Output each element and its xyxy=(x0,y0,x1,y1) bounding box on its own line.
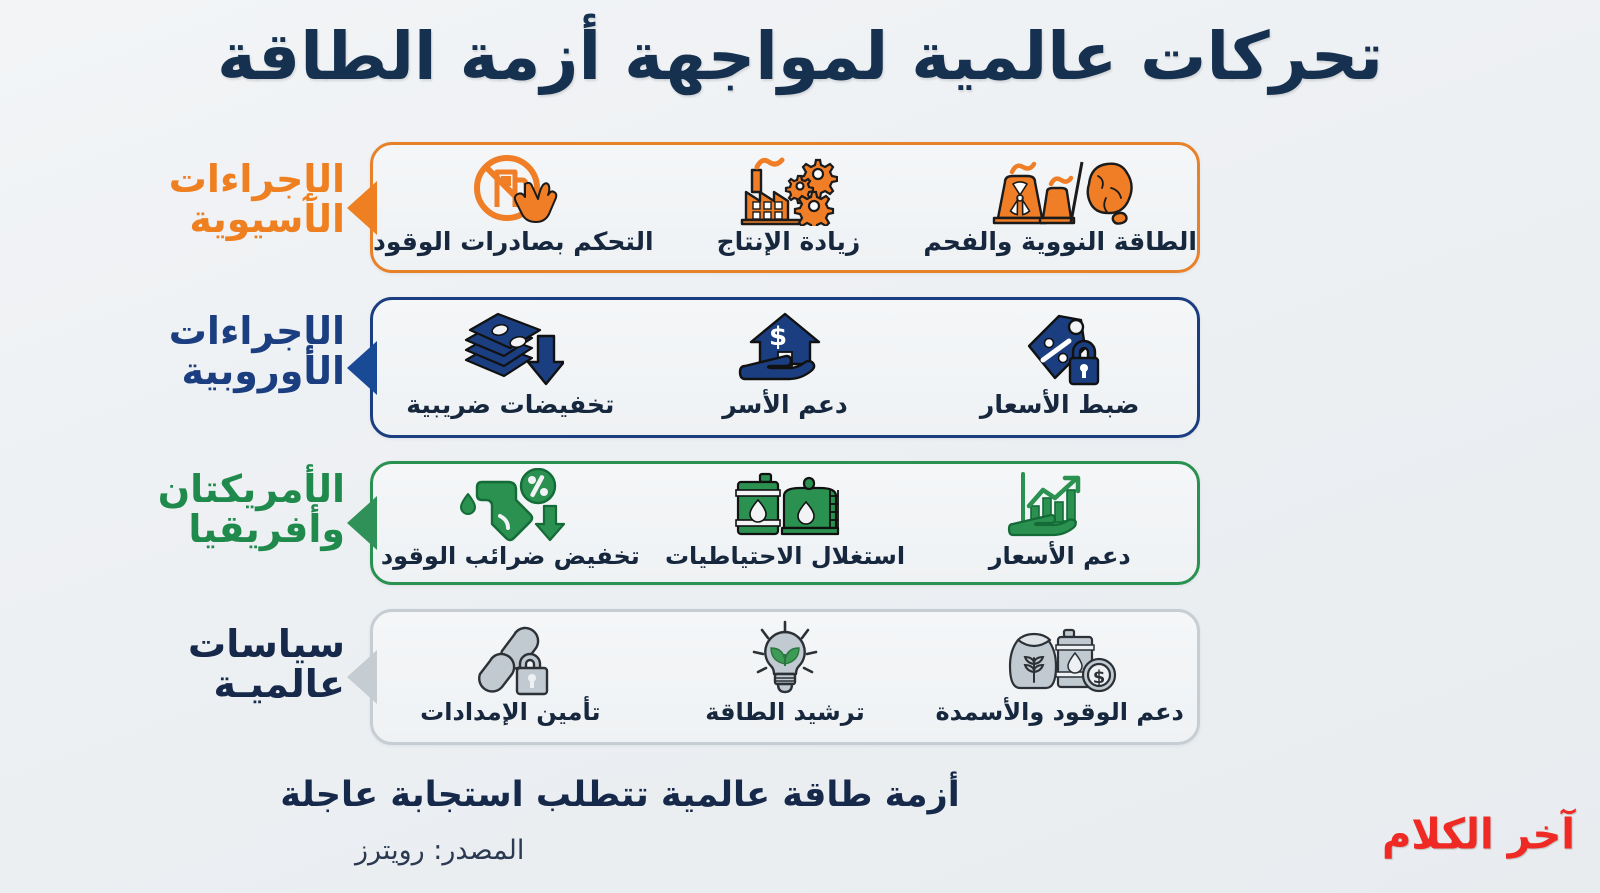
category-row-global-policies: $ دعم الوقود والأسمدة xyxy=(347,609,1200,745)
measure-label: دعم الأسر xyxy=(722,390,848,419)
category-label-line2: الآسيوية xyxy=(189,196,345,241)
measure-cell[interactable]: تخفيض ضرائب الوقود xyxy=(373,464,648,582)
category-label-line2: وأفريقيا xyxy=(188,506,345,551)
measure-cell[interactable]: دعم الأسعار xyxy=(922,464,1197,582)
row-arrow-marker-europe xyxy=(347,340,377,395)
fuel-nozzle-percent-down-icon xyxy=(454,468,566,542)
measure-label: تخفيضات ضريبية xyxy=(406,390,615,419)
category-label-asia: الإجراءات الآسيوية xyxy=(0,157,360,241)
factory-gears-icon xyxy=(738,153,839,227)
category-label-line1: سياسات xyxy=(188,622,345,666)
category-label-americas-africa: الأمريكتان وأفريقيا xyxy=(0,467,360,551)
eco-lightbulb-icon xyxy=(744,620,826,698)
category-label-line2: عالميـة xyxy=(213,661,345,706)
price-tag-lock-icon xyxy=(1007,308,1112,390)
category-label-line1: الإجراءات xyxy=(168,309,346,353)
hand-house-dollar-icon: $ xyxy=(737,308,833,390)
category-label-global-policies: سياسات عالميـة xyxy=(0,622,360,706)
category-label-line1: الإجراءات xyxy=(168,157,346,201)
source-label: المصدر: رويترز xyxy=(355,835,525,866)
fuel-export-ban-icon xyxy=(465,153,561,227)
cash-stack-down-arrow-icon xyxy=(456,308,565,390)
fertilizer-sack-barrel-coin-icon: $ xyxy=(1000,620,1120,698)
measure-cell[interactable]: زيادة الإنتاج xyxy=(654,145,924,270)
category-row-europe: ضبط الأسعار $ دعم الأسر xyxy=(347,297,1200,438)
measure-cell[interactable]: التحكم بصادرات الوقود xyxy=(373,145,654,270)
category-row-asia: الطاقة النووية والفحم xyxy=(347,142,1200,273)
category-row-americas-africa: دعم الأسعار xyxy=(347,461,1200,585)
brand-logo: آخر الكلام xyxy=(1381,810,1577,860)
measure-cell[interactable]: $ دعم الوقود والأسمدة xyxy=(922,612,1197,742)
measure-cell[interactable]: $ دعم الأسر xyxy=(648,300,923,435)
category-label-europe: الإجراءات الأوروبية xyxy=(0,309,360,393)
measure-label: استغلال الاحتياطيات xyxy=(664,542,906,570)
measure-label: تخفيض ضرائب الوقود xyxy=(380,542,640,570)
svg-text:$: $ xyxy=(1092,667,1105,688)
nuclear-coal-icon xyxy=(985,153,1135,227)
row-arrow-marker-asia xyxy=(347,180,377,235)
row-arrow-marker-americas-africa xyxy=(347,496,377,550)
measure-label: الطاقة النووية والفحم xyxy=(923,227,1197,256)
category-label-line2: الأوروبية xyxy=(181,348,345,393)
measure-label: تأمين الإمدادات xyxy=(420,698,601,726)
measure-cell[interactable]: الطاقة النووية والفحم xyxy=(923,145,1197,270)
measure-cell[interactable]: ضبط الأسعار xyxy=(922,300,1197,435)
page-title: تحركات عالمية لمواجهة أزمة الطاقة xyxy=(216,18,1384,95)
measure-label: ترشيد الطاقة xyxy=(705,698,865,726)
measure-label: زيادة الإنتاج xyxy=(716,227,861,256)
measure-cell[interactable]: ترشيد الطاقة xyxy=(648,612,923,742)
oil-barrel-tank-icon xyxy=(726,468,844,542)
measure-label: التحكم بصادرات الوقود xyxy=(373,227,654,256)
chain-padlock-icon xyxy=(464,620,556,698)
measure-label: ضبط الأسعار xyxy=(979,390,1140,419)
footer-caption: أزمة طاقة عالمية تتطلب استجابة عاجلة xyxy=(280,775,960,815)
row-arrow-marker-global-policies xyxy=(347,650,377,704)
measure-label: دعم الوقود والأسمدة xyxy=(935,698,1184,726)
measure-cell[interactable]: تخفيضات ضريبية xyxy=(373,300,648,435)
category-label-line1: الأمريكتان xyxy=(157,467,346,511)
measure-cell[interactable]: استغلال الاحتياطيات xyxy=(648,464,923,582)
measure-cell[interactable]: تأمين الإمدادات xyxy=(373,612,648,742)
measure-label: دعم الأسعار xyxy=(988,542,1131,570)
hand-growth-chart-icon xyxy=(1007,468,1112,542)
svg-text:$: $ xyxy=(769,322,787,352)
